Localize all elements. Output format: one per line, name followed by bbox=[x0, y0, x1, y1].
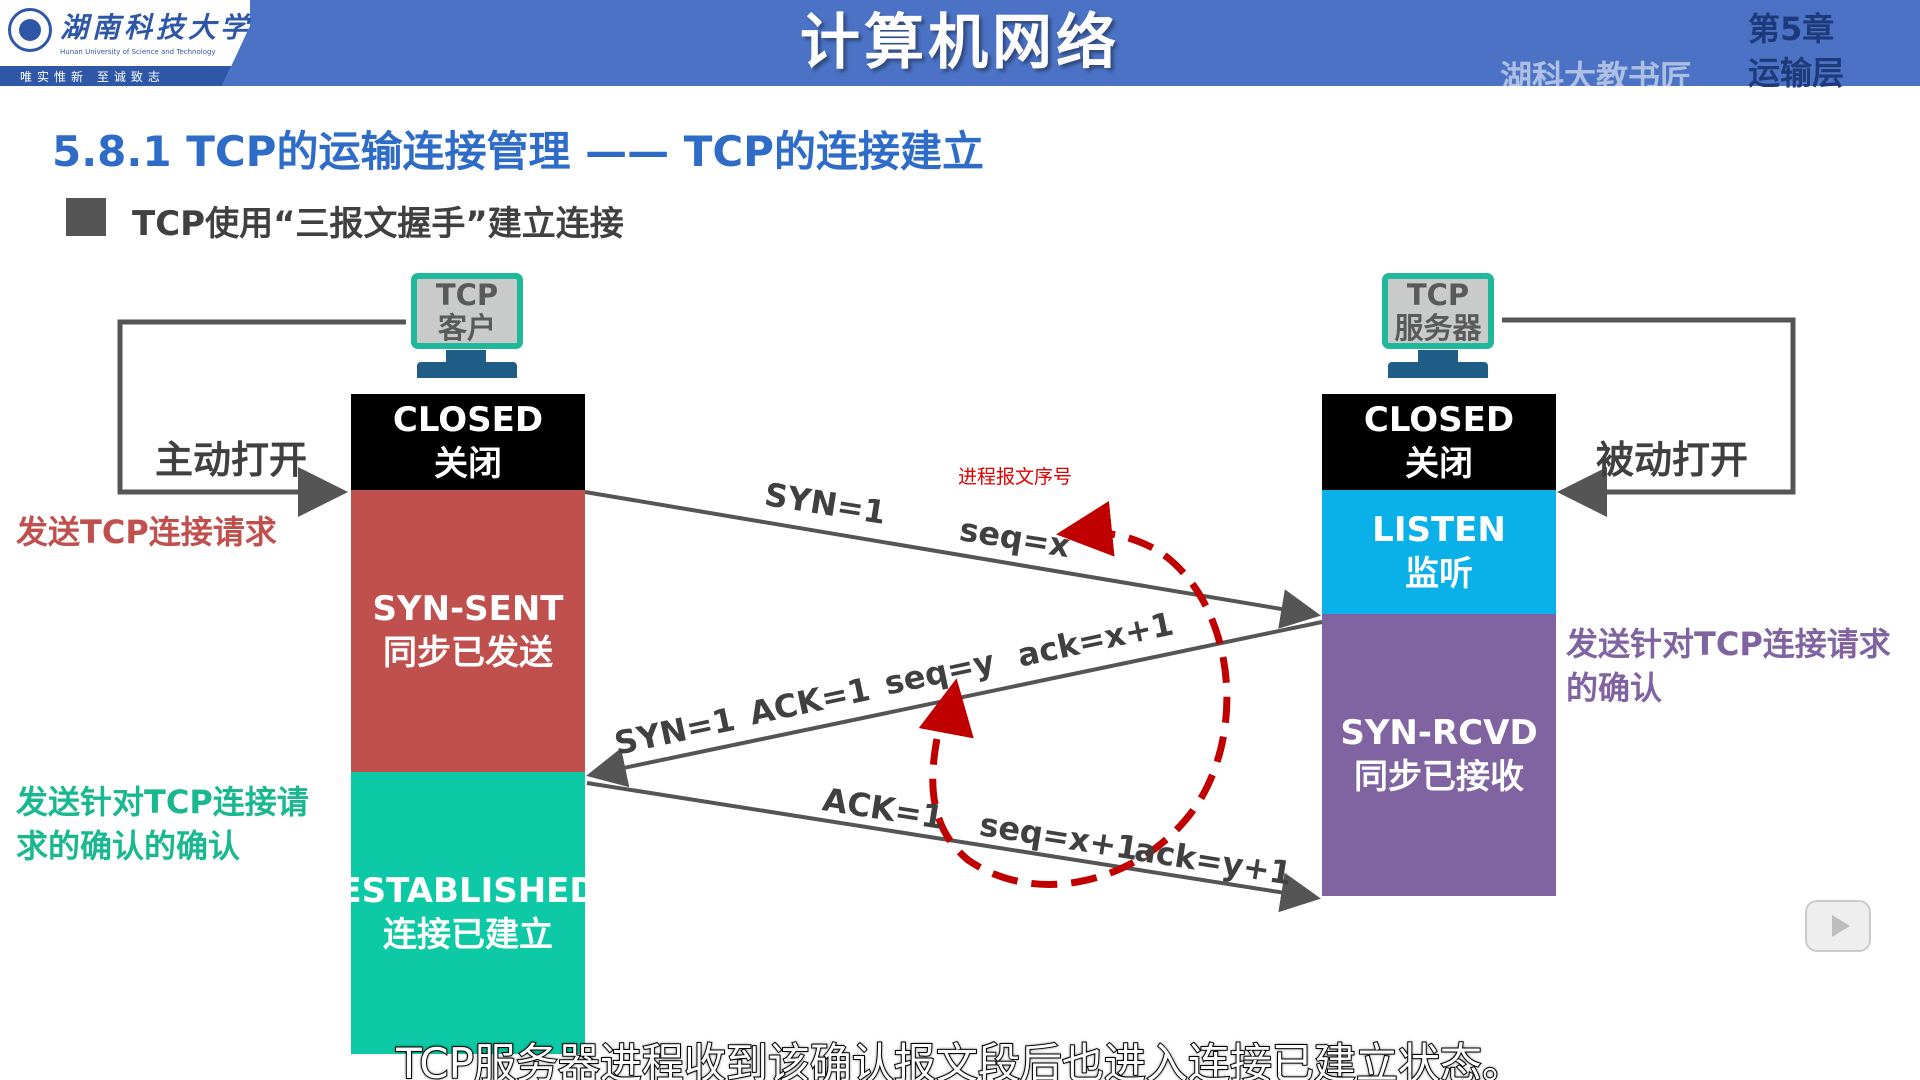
server-state-listen-zh: 监听 bbox=[1405, 554, 1473, 594]
client-state-established-zh: 连接已建立 bbox=[383, 915, 553, 955]
client-state-closed-en: CLOSED bbox=[392, 400, 544, 440]
ack-of-ack-label-line1: 发送针对TCP连接请 bbox=[16, 783, 309, 821]
course-title: 计算机网络 bbox=[800, 8, 1120, 78]
passive-open-label: 被动打开 bbox=[1596, 438, 1749, 482]
section-title: 5.8.1 TCP的运输连接管理 —— TCP的连接建立 bbox=[52, 127, 984, 176]
active-open-label: 主动打开 bbox=[155, 438, 308, 482]
server-state-listen-en: LISTEN bbox=[1372, 510, 1506, 550]
university-name-en: Hunan University of Science and Technolo… bbox=[60, 48, 216, 56]
client-computer-label-1: TCP bbox=[435, 278, 499, 312]
server-computer-icon: TCP 服务器 bbox=[1382, 273, 1494, 349]
client-state-established-en: ESTABLISHED bbox=[338, 871, 598, 911]
server-ack-label-line1: 发送针对TCP连接请求 bbox=[1566, 625, 1891, 663]
server-state-closed: CLOSED 关闭 bbox=[1322, 394, 1556, 490]
chapter-number: 第5章 bbox=[1748, 10, 1835, 48]
university-motto: 唯实惟新 至诚致志 bbox=[20, 70, 165, 84]
header-bar: 湖南科技大学 Hunan University of Science and T… bbox=[0, 0, 1920, 96]
subtitle: TCP使用“三报文握手”建立连接 bbox=[132, 204, 624, 244]
client-open-arrow bbox=[117, 319, 406, 517]
client-state-syn-sent: SYN-SENT 同步已发送 bbox=[351, 490, 585, 772]
server-computer-label-2: 服务器 bbox=[1394, 311, 1482, 345]
client-monitor-neck bbox=[446, 350, 486, 362]
client-state-syn-sent-en: SYN-SENT bbox=[372, 589, 564, 629]
server-open-arrow bbox=[1502, 317, 1796, 517]
watermark: 湖科大教书匠 bbox=[1500, 58, 1693, 96]
server-monitor-base bbox=[1388, 362, 1488, 378]
server-computer-label-1: TCP bbox=[1406, 278, 1470, 312]
server-ack-label-line2: 的确认 bbox=[1566, 669, 1663, 707]
client-monitor-base bbox=[417, 362, 517, 378]
server-state-syn-rcvd-zh: 同步已接收 bbox=[1354, 757, 1524, 797]
server-state-closed-en: CLOSED bbox=[1363, 400, 1515, 440]
play-icon[interactable] bbox=[1805, 900, 1871, 952]
server-state-listen: LISTEN 监听 bbox=[1322, 490, 1556, 614]
university-name: 湖南科技大学 bbox=[60, 11, 253, 44]
sequence-dashed-loop bbox=[929, 500, 1231, 888]
sequence-note: 进程报文序号 bbox=[958, 466, 1073, 488]
server-state-syn-rcvd-en: SYN-RCVD bbox=[1340, 713, 1538, 753]
ack-of-ack-label-line2: 求的确认的确认 bbox=[16, 827, 241, 865]
syn-segment-arrow bbox=[584, 490, 1321, 629]
bullet-square-icon bbox=[66, 198, 106, 236]
client-computer-label-2: 客户 bbox=[437, 311, 496, 345]
server-monitor-neck bbox=[1418, 350, 1458, 362]
chapter-name: 运输层 bbox=[1748, 54, 1845, 92]
university-logo: 湖南科技大学 Hunan University of Science and T… bbox=[0, 0, 250, 86]
logo-stripe bbox=[0, 66, 232, 86]
ack-segment-arrow bbox=[586, 781, 1321, 913]
client-state-closed: CLOSED 关闭 bbox=[351, 394, 585, 490]
subtitle-caption: TCP服务器进程收到该确认报文段后也进入连接已建立状态。 bbox=[395, 1038, 1525, 1080]
server-state-syn-rcvd: SYN-RCVD 同步已接收 bbox=[1322, 614, 1556, 896]
server-state-closed-zh: 关闭 bbox=[1405, 444, 1473, 484]
client-state-syn-sent-zh: 同步已发送 bbox=[383, 633, 553, 673]
client-computer-icon: TCP 客户 bbox=[411, 273, 523, 349]
send-request-label: 发送TCP连接请求 bbox=[16, 513, 277, 551]
sequence-dashed-arrow bbox=[918, 678, 974, 739]
client-state-closed-zh: 关闭 bbox=[434, 444, 502, 484]
university-emblem-icon bbox=[8, 8, 52, 52]
client-state-established: ESTABLISHED 连接已建立 bbox=[338, 772, 598, 1054]
